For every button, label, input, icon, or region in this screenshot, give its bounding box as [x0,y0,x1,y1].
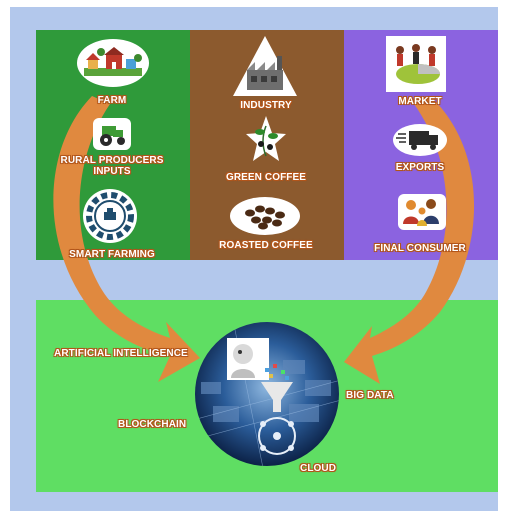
gear-icon [82,188,138,244]
big-data-label: BIG DATA [346,390,394,401]
left-flow-arrow [53,96,201,382]
industry-label: INDUSTRY [240,100,292,111]
truck-icon [393,123,447,157]
green-coffee-label: GREEN COFFEE [225,172,307,183]
market-icon [386,36,446,92]
tech-globe-icon [193,320,341,468]
farm-label: FARM [97,95,127,106]
blockchain-label: BLOCKCHAIN [118,419,187,430]
final-consumer-label: FINAL CONSUMER [374,243,466,254]
right-flow-arrow [344,96,475,384]
roasted-coffee-label: ROASTED COFFEE [219,240,313,251]
exports-label: EXPORTS [395,162,445,173]
family-icon [398,194,446,230]
tractor-icon [93,118,131,150]
coffee-beans-icon [230,196,300,236]
artificial-intelligence-label: ARTIFICIAL INTELLIGENCE [54,348,188,359]
market-label: MARKET [398,96,442,107]
coffee-plant-icon [246,116,286,168]
inputs-label: INPUTS [93,166,131,177]
farm-icon [76,38,150,88]
factory-icon [233,36,297,96]
smart-farming-label: SMART FARMING [69,249,155,260]
cloud-label: CLOUD [300,463,337,474]
rural-producers-label: RURAL PRODUCERS [60,155,164,166]
